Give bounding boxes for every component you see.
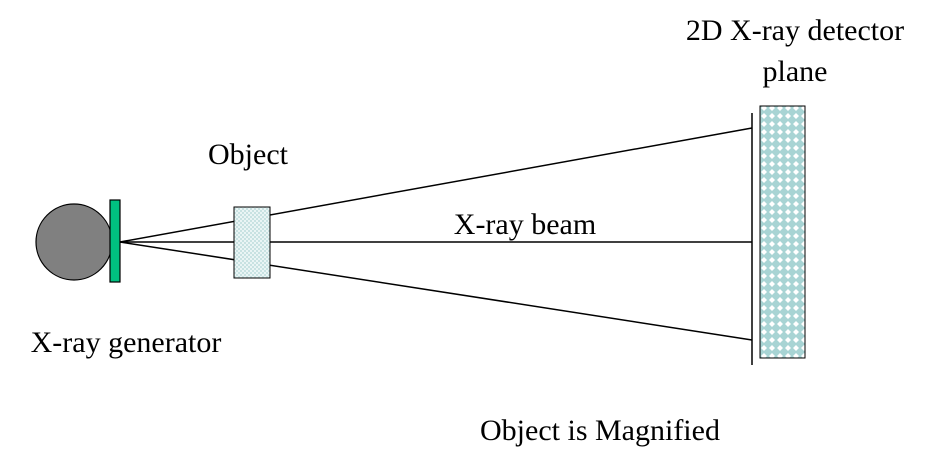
magnification-caption: Object is Magnified: [480, 414, 720, 447]
detector-label-line1: 2D X-ray detector: [686, 14, 904, 47]
generator-window: [109, 199, 121, 283]
detector-plane: [751, 105, 806, 365]
beam-label: X-ray beam: [454, 208, 596, 241]
xray-beam-lines: [119, 127, 753, 341]
beam-upper-ray: [119, 127, 753, 243]
xray-generator: [35, 199, 121, 283]
detector-panel: [759, 105, 806, 359]
object-label: Object: [208, 138, 289, 171]
beam-lower-ray: [119, 241, 753, 341]
generator-label: X-ray generator: [31, 326, 222, 359]
detector-label-line2: plane: [763, 55, 828, 88]
object-block: [233, 206, 271, 279]
generator-body: [35, 203, 113, 281]
